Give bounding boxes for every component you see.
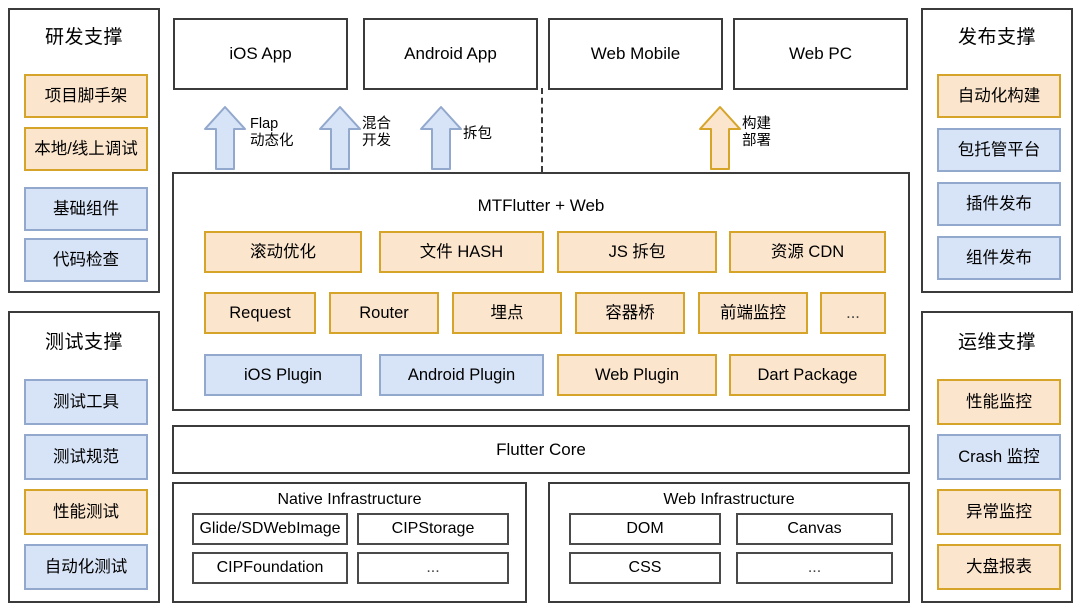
chip-plugin-2[interactable]: Web Plugin <box>557 354 717 396</box>
chip-release-0[interactable]: 自动化构建 <box>937 74 1061 118</box>
chip-test-1[interactable]: 测试规范 <box>24 434 148 480</box>
panel-dev-support: 研发支撑 项目脚手架 本地/线上调试 基础组件 代码检查 <box>8 8 160 293</box>
arrow-label-build-deploy: 构建 部署 <box>742 116 771 149</box>
platform-box-android[interactable]: Android App <box>363 18 538 90</box>
chip-ops-0[interactable]: 性能监控 <box>937 379 1061 425</box>
arrow-bundle-split <box>420 106 462 170</box>
panel-release-support: 发布支撑 自动化构建 包托管平台 插件发布 组件发布 <box>921 8 1073 293</box>
chip-test-0[interactable]: 测试工具 <box>24 379 148 425</box>
chip-ops-3[interactable]: 大盘报表 <box>937 544 1061 590</box>
mtflutter-web-title: MTFlutter + Web <box>477 196 605 215</box>
chip-module-5[interactable]: ... <box>820 292 886 334</box>
chip-plugin-3[interactable]: Dart Package <box>729 354 886 396</box>
arrow-build-deploy <box>699 106 741 170</box>
chip-feature-2[interactable]: JS 拆包 <box>557 231 717 273</box>
web-item-1[interactable]: Canvas <box>736 513 893 545</box>
platform-box-web-mobile[interactable]: Web Mobile <box>548 18 723 90</box>
chip-module-1[interactable]: Router <box>329 292 439 334</box>
chip-plugin-1[interactable]: Android Plugin <box>379 354 544 396</box>
chip-feature-3[interactable]: 资源 CDN <box>729 231 886 273</box>
chip-test-2[interactable]: 性能测试 <box>24 489 148 535</box>
chip-release-1[interactable]: 包托管平台 <box>937 128 1061 172</box>
chip-plugin-0[interactable]: iOS Plugin <box>204 354 362 396</box>
chip-dev-0[interactable]: 项目脚手架 <box>24 74 148 118</box>
panel-ops-support-title: 运维支撑 <box>957 331 1036 353</box>
arrow-hybrid-dev <box>319 106 361 170</box>
panel-mtflutter-web: MTFlutter + Web 滚动优化 文件 HASH JS 拆包 资源 CD… <box>172 172 910 411</box>
panel-test-support-title: 测试支撑 <box>44 331 123 353</box>
native-item-3[interactable]: ... <box>357 552 509 584</box>
web-item-0[interactable]: DOM <box>569 513 721 545</box>
chip-dev-1[interactable]: 本地/线上调试 <box>24 127 148 171</box>
chip-dev-2[interactable]: 基础组件 <box>24 187 148 231</box>
panel-native-infrastructure: Native Infrastructure Glide/SDWebImage C… <box>172 482 527 603</box>
arrow-label-flap-dynamic: Flap 动态化 <box>250 116 294 149</box>
web-infrastructure-title: Web Infrastructure <box>663 491 795 508</box>
panel-dev-support-title: 研发支撑 <box>44 26 123 48</box>
chip-release-3[interactable]: 组件发布 <box>937 236 1061 280</box>
chip-ops-2[interactable]: 异常监控 <box>937 489 1061 535</box>
chip-ops-1[interactable]: Crash 监控 <box>937 434 1061 480</box>
native-item-0[interactable]: Glide/SDWebImage <box>192 513 348 545</box>
panel-release-support-title: 发布支撑 <box>957 26 1036 48</box>
arrow-label-bundle-split: 拆包 <box>463 126 492 142</box>
chip-dev-3[interactable]: 代码检查 <box>24 238 148 282</box>
chip-release-2[interactable]: 插件发布 <box>937 182 1061 226</box>
panel-web-infrastructure: Web Infrastructure DOM Canvas CSS ... <box>548 482 910 603</box>
arrow-flap-dynamic <box>204 106 246 170</box>
native-item-1[interactable]: CIPStorage <box>357 513 509 545</box>
web-item-2[interactable]: CSS <box>569 552 721 584</box>
mobile-web-divider <box>541 88 543 172</box>
platform-box-ios[interactable]: iOS App <box>173 18 348 90</box>
chip-test-3[interactable]: 自动化测试 <box>24 544 148 590</box>
native-infrastructure-title: Native Infrastructure <box>277 491 422 508</box>
chip-module-4[interactable]: 前端监控 <box>698 292 808 334</box>
flutter-core-box: Flutter Core <box>172 425 910 474</box>
chip-module-2[interactable]: 埋点 <box>452 292 562 334</box>
arrow-label-hybrid-dev: 混合 开发 <box>362 116 391 149</box>
chip-module-3[interactable]: 容器桥 <box>575 292 685 334</box>
chip-module-0[interactable]: Request <box>204 292 316 334</box>
native-item-2[interactable]: CIPFoundation <box>192 552 348 584</box>
panel-test-support: 测试支撑 测试工具 测试规范 性能测试 自动化测试 <box>8 311 160 603</box>
platform-box-web-pc[interactable]: Web PC <box>733 18 908 90</box>
chip-feature-0[interactable]: 滚动优化 <box>204 231 362 273</box>
web-item-3[interactable]: ... <box>736 552 893 584</box>
chip-feature-1[interactable]: 文件 HASH <box>379 231 544 273</box>
panel-ops-support: 运维支撑 性能监控 Crash 监控 异常监控 大盘报表 <box>921 311 1073 603</box>
